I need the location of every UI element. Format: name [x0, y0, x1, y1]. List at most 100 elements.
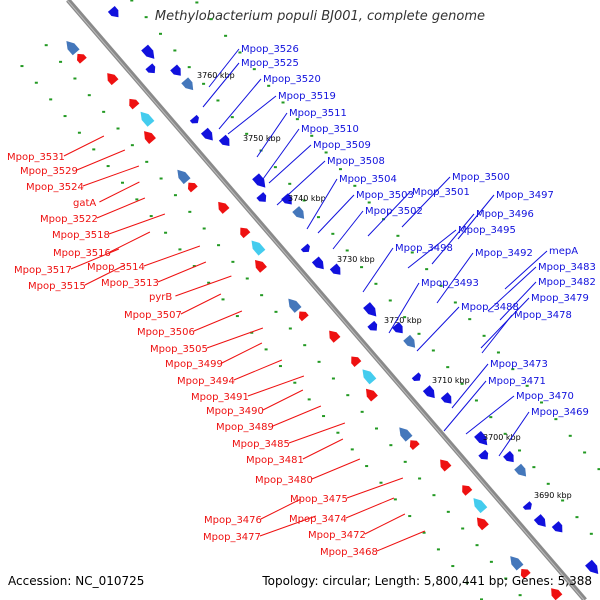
- gene-arrow[interactable]: [298, 311, 309, 322]
- gene-label-right[interactable]: Mpop_3510: [301, 124, 359, 135]
- gene-label-right[interactable]: Mpop_3495: [458, 225, 516, 236]
- gene-label-left[interactable]: Mpop_3506: [137, 327, 195, 338]
- gene-label-left[interactable]: Mpop_3476: [204, 515, 262, 526]
- gene-label-right[interactable]: Mpop_3504: [339, 174, 397, 185]
- gene-label-left[interactable]: Mpop_3474: [289, 514, 347, 525]
- gene-label-left[interactable]: Mpop_3517: [14, 265, 72, 276]
- gene-label-left[interactable]: Mpop_3494: [177, 376, 235, 387]
- gene-arrow[interactable]: [329, 330, 341, 343]
- gene-label-left[interactable]: Mpop_3515: [28, 281, 86, 292]
- gene-arrow[interactable]: [252, 173, 266, 188]
- gene-arrow[interactable]: [187, 182, 198, 193]
- gene-label-right[interactable]: Mpop_3479: [531, 293, 589, 304]
- gene-arrow[interactable]: [367, 320, 378, 331]
- gene-label-right[interactable]: Mpop_3525: [241, 58, 299, 69]
- gene-label-left[interactable]: Mpop_3507: [124, 310, 182, 321]
- gene-arrow[interactable]: [440, 459, 452, 472]
- gene-label-right[interactable]: Mpop_3483: [538, 262, 596, 273]
- gene-label-right[interactable]: Mpop_3503: [356, 190, 414, 201]
- gene-arrow[interactable]: [145, 63, 156, 74]
- gene-label-left[interactable]: Mpop_3524: [26, 182, 84, 193]
- gene-arrow[interactable]: [533, 514, 546, 527]
- gene-arrow[interactable]: [365, 388, 378, 402]
- gene-arrow[interactable]: [218, 201, 230, 214]
- gene-arrow[interactable]: [256, 192, 267, 202]
- gene-label-left[interactable]: Mpop_3475: [290, 494, 348, 505]
- gene-label-right[interactable]: Mpop_3469: [531, 407, 589, 418]
- gene-arrow[interactable]: [440, 392, 452, 404]
- gene-label-right[interactable]: Mpop_3508: [327, 156, 385, 167]
- gene-label-left[interactable]: Mpop_3480: [255, 475, 313, 486]
- gene-arrow[interactable]: [177, 169, 191, 185]
- gene-label-left[interactable]: Mpop_3529: [20, 166, 78, 177]
- gene-label-left[interactable]: Mpop_3505: [150, 344, 208, 355]
- gene-label-left[interactable]: Mpop_3531: [7, 152, 65, 163]
- gene-arrow[interactable]: [363, 302, 377, 317]
- gene-arrow[interactable]: [514, 463, 527, 477]
- gene-arrow[interactable]: [462, 485, 473, 496]
- gene-label-right[interactable]: Mpop_3501: [412, 187, 470, 198]
- gene-label-left[interactable]: Mpop_3490: [206, 406, 264, 417]
- gene-arrow[interactable]: [399, 427, 413, 442]
- gene-arrow[interactable]: [551, 588, 563, 600]
- gene-arrow[interactable]: [141, 44, 155, 59]
- gene-arrow[interactable]: [140, 111, 155, 127]
- gene-label-right[interactable]: Mpop_3500: [452, 172, 510, 183]
- gene-label-left[interactable]: pyrB: [149, 292, 172, 303]
- gene-arrow[interactable]: [522, 501, 532, 510]
- gene-arrow[interactable]: [129, 98, 140, 110]
- gene-arrow[interactable]: [585, 559, 599, 575]
- gene-label-left[interactable]: Mpop_3516: [53, 248, 111, 259]
- gene-arrow[interactable]: [144, 131, 156, 144]
- gene-label-left[interactable]: Mpop_3514: [87, 262, 145, 273]
- gene-label-right[interactable]: Mpop_3478: [514, 310, 572, 321]
- gene-arrow[interactable]: [551, 521, 563, 533]
- gene-label-right[interactable]: Mpop_3511: [289, 108, 347, 119]
- gene-label-right[interactable]: Mpop_3497: [496, 190, 554, 201]
- gene-label-right[interactable]: Mpop_3471: [488, 376, 546, 387]
- gene-arrow[interactable]: [422, 385, 435, 399]
- gene-label-left[interactable]: Mpop_3489: [216, 422, 274, 433]
- gene-label-left[interactable]: Mpop_3522: [40, 214, 98, 225]
- gene-arrow[interactable]: [362, 369, 377, 385]
- gene-arrow[interactable]: [281, 193, 292, 205]
- gene-label-right[interactable]: Mpop_3498: [395, 243, 453, 254]
- gene-arrow[interactable]: [351, 356, 362, 367]
- gene-arrow[interactable]: [474, 430, 488, 446]
- gene-label-left[interactable]: Mpop_3472: [308, 530, 366, 541]
- gene-arrow[interactable]: [311, 256, 324, 270]
- gene-arrow[interactable]: [76, 53, 87, 64]
- gene-label-left[interactable]: Mpop_3485: [232, 439, 290, 450]
- gene-arrow[interactable]: [240, 227, 251, 239]
- gene-arrow[interactable]: [189, 114, 199, 124]
- gene-label-right[interactable]: Mpop_3482: [538, 277, 596, 288]
- gene-arrow[interactable]: [255, 259, 267, 273]
- gene-label-left[interactable]: Mpop_3468: [320, 547, 378, 558]
- gene-label-left[interactable]: Mpop_3499: [165, 359, 223, 370]
- gene-arrow[interactable]: [503, 450, 514, 463]
- gene-arrow[interactable]: [107, 73, 119, 86]
- gene-label-right[interactable]: Mpop_3488: [461, 302, 519, 313]
- gene-arrow[interactable]: [292, 206, 305, 219]
- gene-arrow[interactable]: [392, 322, 403, 334]
- gene-label-right[interactable]: Mpop_3519: [278, 91, 336, 102]
- gene-arrow[interactable]: [170, 64, 181, 76]
- gene-label-right[interactable]: Mpop_3470: [516, 391, 574, 402]
- gene-label-left[interactable]: Mpop_3477: [203, 532, 261, 543]
- gene-label-left[interactable]: Mpop_3491: [191, 392, 249, 403]
- gene-arrow[interactable]: [476, 517, 489, 531]
- gene-arrow[interactable]: [329, 263, 341, 275]
- gene-arrow[interactable]: [411, 372, 421, 381]
- gene-arrow[interactable]: [288, 298, 302, 313]
- gene-label-right[interactable]: Mpop_3526: [241, 44, 299, 55]
- gene-arrow[interactable]: [66, 41, 80, 56]
- gene-arrow[interactable]: [473, 498, 488, 514]
- gene-arrow[interactable]: [200, 127, 213, 141]
- gene-label-right[interactable]: Mpop_3493: [421, 278, 479, 289]
- gene-arrow[interactable]: [300, 243, 310, 253]
- gene-label-left[interactable]: Mpop_3513: [101, 278, 159, 289]
- gene-arrow[interactable]: [478, 449, 489, 460]
- gene-arrow[interactable]: [520, 569, 531, 579]
- gene-arrow[interactable]: [403, 334, 416, 348]
- gene-arrow[interactable]: [218, 134, 230, 147]
